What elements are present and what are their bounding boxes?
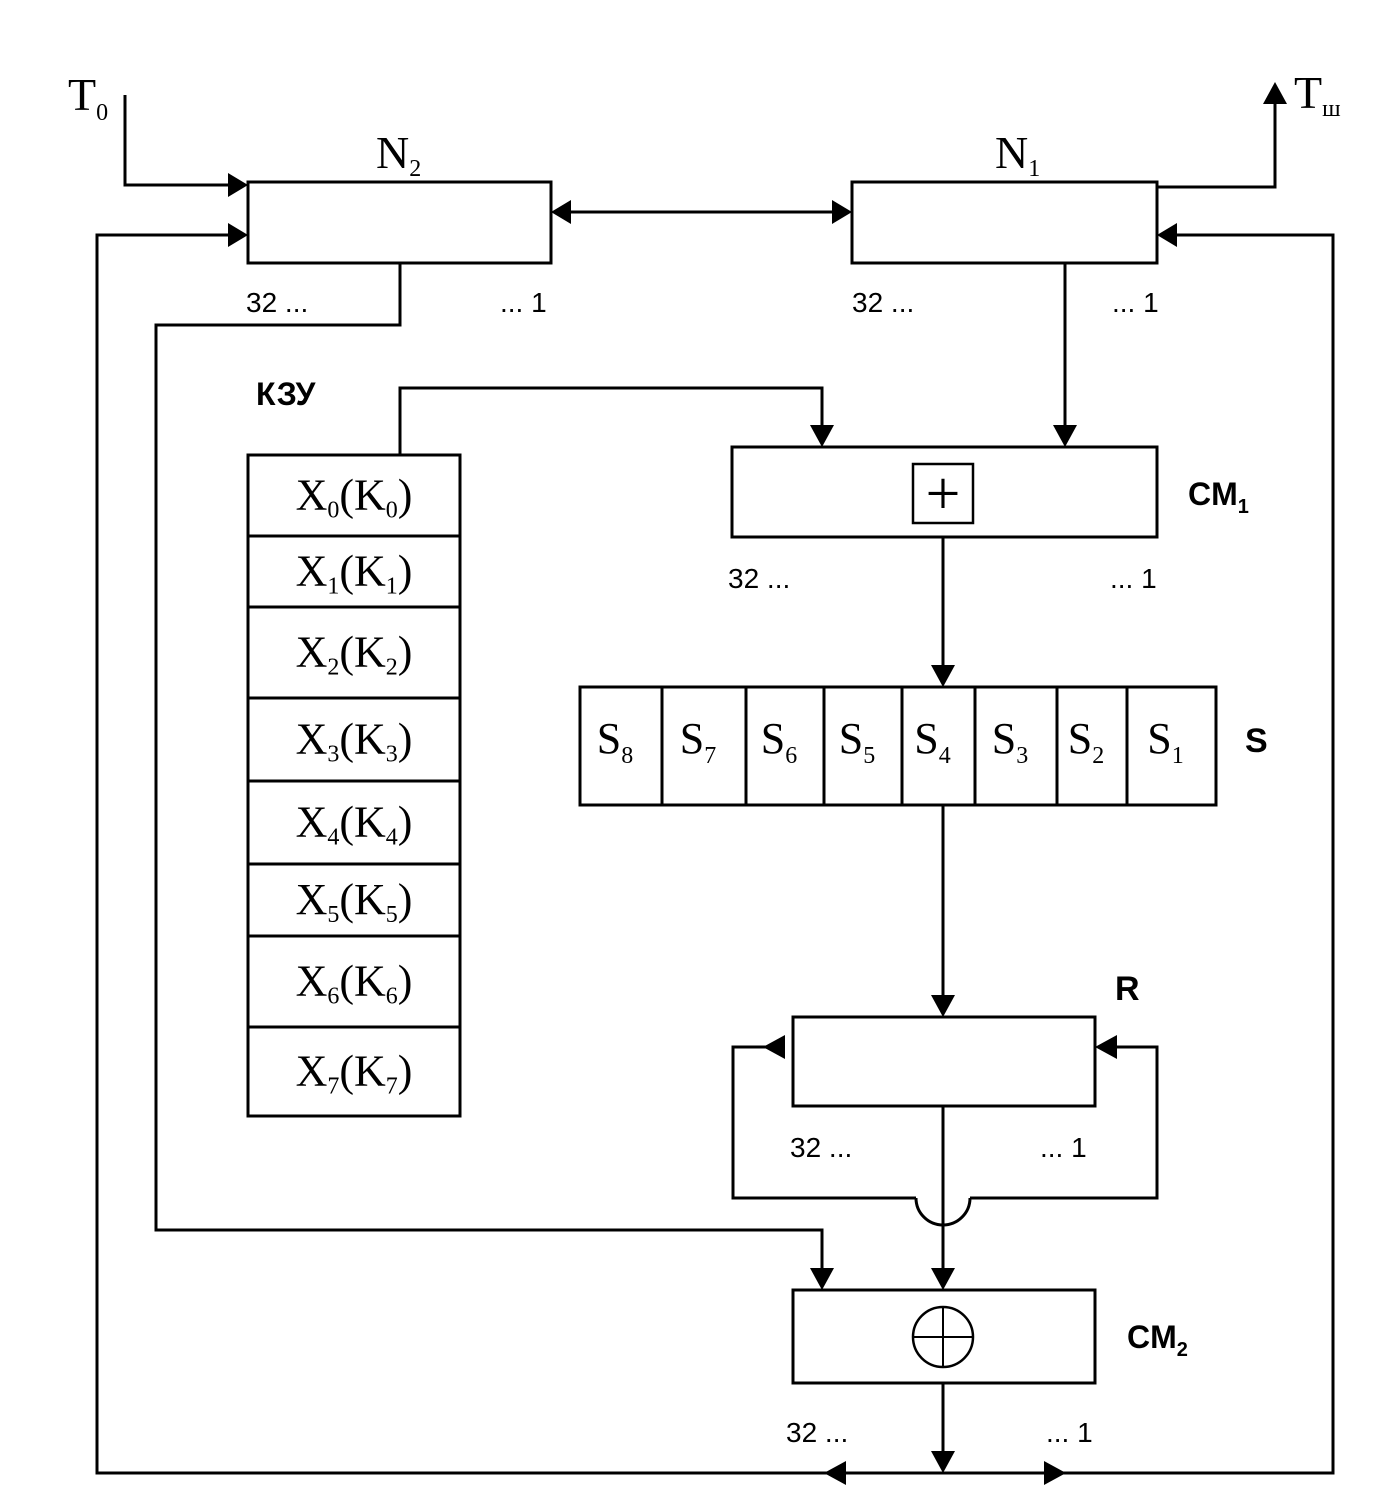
register-n1 bbox=[850, 180, 1159, 265]
register-n2 bbox=[246, 180, 553, 265]
n2-to-cm2-wire bbox=[154, 263, 824, 1275]
sbox-cell-label: S1 bbox=[1147, 714, 1183, 769]
kzu-key-storage: X0(K0) X1(K1) X2(K2) X3(K3) X4(K4) X5(K5) X6(K… bbox=[246, 453, 462, 1118]
arrowhead bbox=[228, 173, 248, 197]
cm1-high-bits: 32 ... bbox=[728, 563, 790, 594]
kzu-cell bbox=[246, 862, 462, 938]
cm2-high-bits: 32 ... bbox=[786, 1417, 848, 1448]
kzu-cell-label: X6(K6) bbox=[296, 957, 413, 1010]
arrowhead bbox=[1053, 425, 1077, 447]
sbox-cell-label: S4 bbox=[914, 714, 950, 769]
r-low-bits: ... 1 bbox=[1040, 1132, 1087, 1163]
kzu-cell-label: X4(K4) bbox=[296, 798, 413, 851]
sbox-cell-label: S3 bbox=[992, 714, 1028, 769]
sbox-cell bbox=[1055, 685, 1129, 807]
kzu-cell bbox=[246, 934, 462, 1029]
tsh-label: Tш bbox=[1294, 67, 1341, 122]
adder-plus-icon: + bbox=[926, 460, 961, 528]
sbox-cell bbox=[973, 685, 1059, 807]
kzu-title: КЗУ bbox=[256, 376, 317, 412]
arrowhead bbox=[228, 223, 248, 247]
kzu-cell-label: X5(K5) bbox=[296, 875, 413, 928]
sbox-cell-label: S6 bbox=[761, 714, 797, 769]
cm2-low-bits: ... 1 bbox=[1046, 1417, 1093, 1448]
tsh-wire bbox=[1157, 100, 1277, 189]
kzu-cell bbox=[246, 696, 462, 783]
cm1-low-bits: ... 1 bbox=[1110, 563, 1157, 594]
sbox-cell bbox=[578, 685, 664, 807]
t0-label: T0 bbox=[68, 69, 108, 126]
arrowhead bbox=[931, 1451, 955, 1473]
sbox-cell-label: S5 bbox=[839, 714, 875, 769]
arrowhead bbox=[931, 665, 955, 687]
adder-plus-box bbox=[911, 462, 975, 525]
register-n1-label: N1 bbox=[995, 127, 1040, 182]
cm1-label: CM1 bbox=[1188, 476, 1249, 518]
kzu-cell bbox=[246, 605, 462, 700]
kzu-cell-label: X1(K1) bbox=[296, 547, 413, 600]
sbox-cell-label: S7 bbox=[680, 714, 716, 769]
kzu-cell-label: X2(K2) bbox=[296, 628, 413, 681]
arrowhead bbox=[931, 1268, 955, 1290]
sbox-cell bbox=[660, 685, 748, 807]
sbox-cell bbox=[900, 685, 977, 807]
register-n1-high-bits: 32 ... bbox=[852, 287, 914, 318]
kzu-cell bbox=[246, 1025, 462, 1118]
kzu-cell-label: X7(K7) bbox=[296, 1047, 413, 1100]
kzu-cell-label: X0(K0) bbox=[296, 471, 413, 524]
kzu-cell bbox=[246, 453, 462, 538]
sbox-block: S8 S7 S6 S5 S4 S3 S2 S1 bbox=[578, 685, 1218, 807]
arrowhead bbox=[1095, 1035, 1117, 1059]
arrowhead bbox=[810, 1268, 834, 1290]
register-n2-label: N2 bbox=[376, 127, 421, 182]
r-rotate-right-wire bbox=[970, 1045, 1159, 1200]
sbox-cell-label: S8 bbox=[597, 714, 633, 769]
arrowhead bbox=[1044, 1461, 1066, 1485]
register-n2-low-bits: ... 1 bbox=[500, 287, 547, 318]
cm2-label: CM2 bbox=[1127, 1319, 1188, 1361]
sbox-cell bbox=[1125, 685, 1218, 807]
arrowhead bbox=[763, 1035, 785, 1059]
arrowhead bbox=[832, 200, 852, 224]
left-feedback-wire bbox=[95, 233, 940, 1475]
r-label: R bbox=[1115, 970, 1140, 1008]
register-n2-high-bits: 32 ... bbox=[246, 287, 308, 318]
arrowhead bbox=[551, 200, 571, 224]
r-high-bits: 32 ... bbox=[790, 1132, 852, 1163]
shift-register-r bbox=[791, 1015, 1097, 1108]
right-feedback-wire bbox=[940, 233, 1335, 1475]
kzu-cell-label: X3(K3) bbox=[296, 715, 413, 768]
kzu-cell bbox=[246, 779, 462, 866]
arrowhead bbox=[1157, 223, 1177, 247]
register-n1-low-bits: ... 1 bbox=[1112, 287, 1159, 318]
arrowhead bbox=[931, 995, 955, 1017]
arrowhead bbox=[824, 1461, 846, 1485]
kzu-cell bbox=[246, 534, 462, 609]
sbox-label: S bbox=[1245, 722, 1268, 760]
t0-wire bbox=[123, 95, 235, 187]
r-rotate-left-wire bbox=[731, 1045, 916, 1200]
kzu-to-cm1-wire bbox=[398, 386, 824, 455]
arrowhead bbox=[1263, 82, 1287, 104]
sbox-cell-label: S2 bbox=[1068, 714, 1104, 769]
arrowhead bbox=[810, 425, 834, 447]
